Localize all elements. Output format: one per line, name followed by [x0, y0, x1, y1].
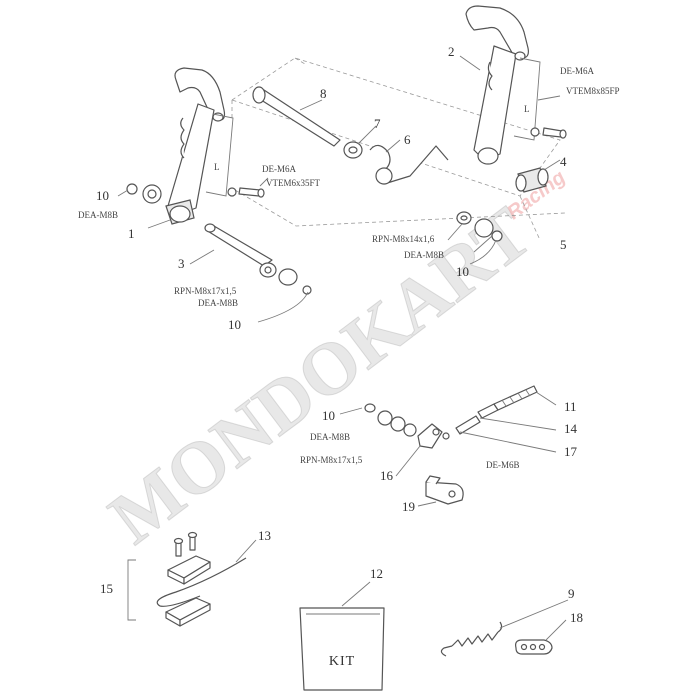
part-number-2: 2 [448, 44, 455, 59]
dimension-l-right [513, 57, 541, 141]
cable-part-13 [156, 557, 247, 607]
code-dea-m8b-top-left: DEA-M8B [78, 210, 118, 220]
code-dea-m8b-middle: DEA-M8B [310, 432, 350, 442]
part-number-16: 16 [380, 468, 394, 483]
part-number-7: 7 [374, 116, 381, 131]
dimension-l-right-label: L [524, 104, 530, 114]
kit-label: KIT [329, 654, 355, 669]
cable-clamp-kit-15 [165, 531, 211, 627]
reference-codes: DEA-M8B DE-M6A VTEM6x35FT RPN-M8x17x1,5 … [78, 66, 620, 470]
code-vtem6x35ft: VTEM6x35FT [266, 178, 321, 188]
screw-vtem8x85fp [530, 127, 567, 139]
washers-right [456, 211, 503, 242]
part-number-13: 13 [258, 528, 271, 543]
part-number-5: 5 [560, 237, 567, 252]
part-number-1: 1 [128, 226, 135, 241]
code-rpn-m8x17x15-middle: RPN-M8x17x1,5 [300, 455, 363, 465]
code-de-m6a-left: DE-M6A [262, 164, 296, 174]
part-number-15: 15 [100, 581, 113, 596]
part-number-12: 12 [370, 566, 383, 581]
bushing-part [515, 167, 549, 193]
part-number-4: 4 [560, 154, 567, 169]
link-part-16 [417, 423, 443, 449]
assembly-dashed-outline [231, 57, 566, 241]
part-number-19: 19 [402, 499, 415, 514]
shaft-part [204, 223, 312, 295]
part-numbers: 1 2 3 4 5 6 7 8 9 10 10 10 10 11 12 13 1… [96, 44, 583, 625]
spacer-part [343, 141, 363, 159]
part-number-10-right: 10 [456, 264, 469, 279]
pedal-right-part [465, 5, 529, 165]
part-number-10-bottom-left: 10 [228, 317, 241, 332]
part-number-18: 18 [570, 610, 583, 625]
watermark-brand: MONDOKART [95, 192, 546, 560]
part-number-8: 8 [320, 86, 327, 101]
part-number-14: 14 [564, 421, 578, 436]
threaded-rod-part-11 [493, 385, 538, 411]
code-de-m6a-right: DE-M6A [560, 66, 594, 76]
plate-part-18 [515, 639, 553, 655]
torsion-spring-part [369, 144, 449, 185]
code-dea-m8b-right: DEA-M8B [404, 250, 444, 260]
part-number-11: 11 [564, 399, 577, 414]
part-number-10-middle: 10 [322, 408, 335, 423]
rod-end-part-17 [442, 403, 499, 440]
code-vtem8x85fp: VTEM8x85FP [566, 86, 620, 96]
dimension-l-left [205, 113, 234, 197]
dimension-l-left-label: L [214, 162, 220, 172]
nut-dea-m8b-left [126, 183, 162, 204]
pedal-left-part [165, 67, 226, 225]
bracket-15 [127, 559, 136, 621]
code-rpn-m8x17x15-left: RPN-M8x17x1,5 [174, 286, 237, 296]
clevis-part-19 [425, 475, 464, 505]
part-number-3: 3 [178, 256, 185, 271]
washers-middle [364, 403, 417, 437]
part-number-9: 9 [568, 586, 575, 601]
screw-vtem6x35ft [227, 187, 265, 198]
part-number-17: 17 [564, 444, 578, 459]
code-rpn-m8x14x16: RPN-M8x14x1,6 [372, 234, 435, 244]
kit-bag-part-12 [299, 607, 385, 691]
code-de-m6b: DE-M6B [486, 460, 520, 470]
long-bolt-part [252, 86, 341, 147]
extension-spring-part-9 [440, 621, 503, 657]
part-number-6: 6 [404, 132, 411, 147]
part-number-10-top-left: 10 [96, 188, 109, 203]
leader-lines [117, 55, 569, 641]
code-dea-m8b-bottom-left: DEA-M8B [198, 298, 238, 308]
